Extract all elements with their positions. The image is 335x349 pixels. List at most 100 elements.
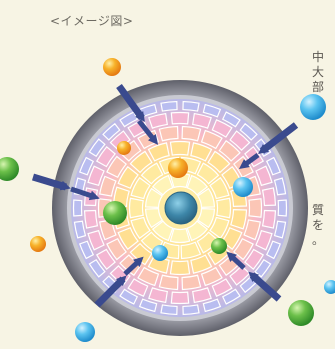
cell-segment	[200, 129, 223, 150]
cell-segment	[87, 165, 105, 187]
cell-segment	[255, 165, 273, 187]
side-text-char: 中	[312, 50, 325, 64]
cell-segment	[229, 130, 251, 151]
cell-segment	[239, 122, 258, 141]
arrow-icon	[226, 251, 246, 270]
cell-segment	[72, 199, 83, 217]
cell-segment	[88, 258, 106, 278]
cell-segment	[181, 274, 202, 291]
cell-segment	[78, 240, 95, 260]
cell-segment	[140, 162, 164, 185]
cell-segment	[127, 278, 149, 298]
cell-segment	[255, 229, 273, 251]
blue-particle-icon	[152, 245, 168, 261]
arrow-icon	[123, 256, 144, 276]
cell-segment	[117, 165, 139, 189]
arrow-icon	[31, 173, 71, 191]
blue-particle-icon	[233, 177, 253, 197]
cell-segment	[186, 220, 209, 242]
cell-segment	[216, 197, 232, 219]
cell-segment	[261, 209, 277, 229]
cell-segment	[182, 304, 200, 316]
cell-segment	[230, 208, 248, 230]
green-particle-icon	[211, 238, 227, 254]
cell-segment	[221, 288, 241, 305]
cell-segment	[87, 229, 105, 251]
arrow-icon	[94, 275, 127, 308]
cell-segment	[265, 240, 282, 260]
cell-segment	[144, 187, 164, 208]
cell-segment	[117, 227, 139, 251]
cell-segment	[147, 142, 170, 162]
cell-segment	[186, 174, 209, 196]
side-text-char: 部	[312, 80, 325, 94]
cell-segment	[95, 145, 116, 168]
arrow-icon	[70, 186, 100, 201]
cell-segment	[180, 241, 202, 260]
green-particle-icon	[103, 201, 127, 225]
cell-segment	[78, 156, 95, 176]
cell-segment	[160, 304, 178, 316]
cell-segment	[273, 177, 287, 196]
cell-segment	[196, 162, 220, 185]
cell-segment	[119, 288, 139, 305]
blue-particle-icon	[324, 280, 335, 294]
core-icon	[164, 191, 198, 225]
side-text-char: を	[312, 218, 325, 232]
cell-segment	[248, 198, 263, 218]
particles	[0, 58, 335, 342]
cell-segment	[151, 174, 174, 196]
cell-segment	[106, 155, 127, 179]
arrows	[31, 83, 299, 308]
blue-particle-icon	[75, 322, 95, 342]
cell-segment	[202, 298, 222, 313]
cell-segment	[221, 111, 241, 128]
cell-segment	[265, 156, 282, 176]
cell-segment	[170, 291, 190, 305]
cell-segment	[137, 266, 160, 287]
cell-segment	[200, 266, 223, 287]
cell-segment	[95, 248, 116, 271]
cell-segment	[244, 248, 265, 271]
cell-segment	[88, 138, 106, 158]
cell-segment	[138, 298, 158, 313]
arrow-icon	[238, 152, 260, 169]
cell-segment	[221, 227, 243, 251]
cell-segment	[129, 242, 153, 266]
orange-particle-icon	[168, 158, 188, 178]
arrow-icon	[116, 83, 145, 123]
cell-segment	[102, 122, 121, 141]
cell-segment	[169, 260, 191, 276]
cell-segment	[151, 220, 174, 242]
cell-segment	[148, 287, 168, 304]
cell-segment	[106, 237, 127, 261]
blue-particle-icon	[300, 94, 326, 120]
cell-segment	[218, 139, 241, 162]
side-text-char: 。	[312, 233, 325, 247]
green-particle-icon	[288, 300, 314, 326]
cell-segment	[144, 208, 164, 229]
arrow-icon	[137, 119, 159, 145]
cell-segment	[243, 219, 261, 241]
cell-segment	[83, 209, 99, 229]
cell-segment	[128, 197, 144, 219]
cell-segment	[169, 140, 191, 156]
side-text-char: 大	[312, 65, 325, 79]
cell-segment	[99, 219, 117, 241]
orange-particle-icon	[103, 58, 121, 76]
cell-segment	[211, 118, 233, 138]
cell-segment	[202, 103, 222, 118]
orange-particle-icon	[117, 141, 131, 155]
cell-segment	[233, 237, 254, 261]
cell-segment	[148, 112, 168, 129]
cell-segment	[182, 100, 200, 112]
cell-segment	[160, 100, 178, 112]
cell-segment	[99, 175, 117, 197]
cell-segment	[170, 111, 190, 125]
cell-segment	[130, 216, 151, 240]
side-text-bottom: 質 を 。	[312, 203, 324, 248]
cell-segment	[169, 227, 191, 244]
green-particle-icon	[0, 157, 19, 181]
cell-segment	[190, 142, 213, 162]
